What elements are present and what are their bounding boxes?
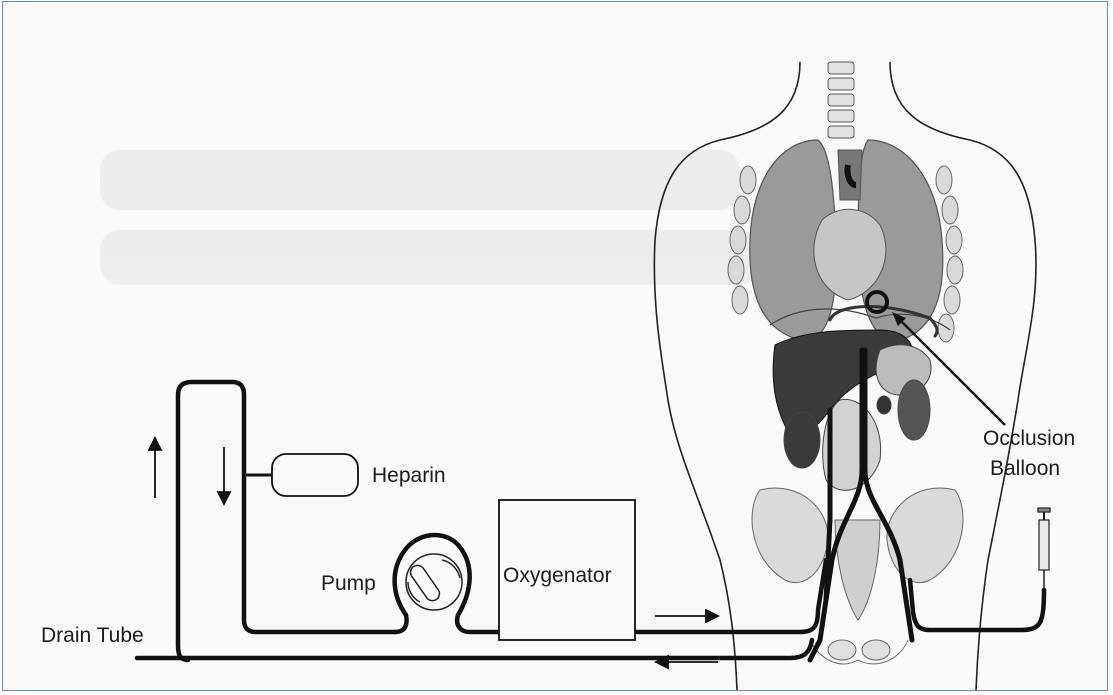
heparin-label: Heparin [372, 464, 446, 487]
heparin-reservoir [272, 454, 358, 496]
pump-rotor-icon [406, 554, 462, 610]
drain-tube-label: Drain Tube [41, 624, 144, 647]
pelvis [752, 488, 963, 664]
oxygenator-label: Oxygenator [503, 564, 612, 587]
pump-label: Pump [321, 572, 376, 595]
spine [828, 62, 854, 138]
balloon-label: Balloon [990, 457, 1060, 480]
syringe-icon [1038, 508, 1050, 590]
occlusion-label: Occlusion [983, 427, 1075, 450]
bleed-through-text [100, 150, 760, 285]
